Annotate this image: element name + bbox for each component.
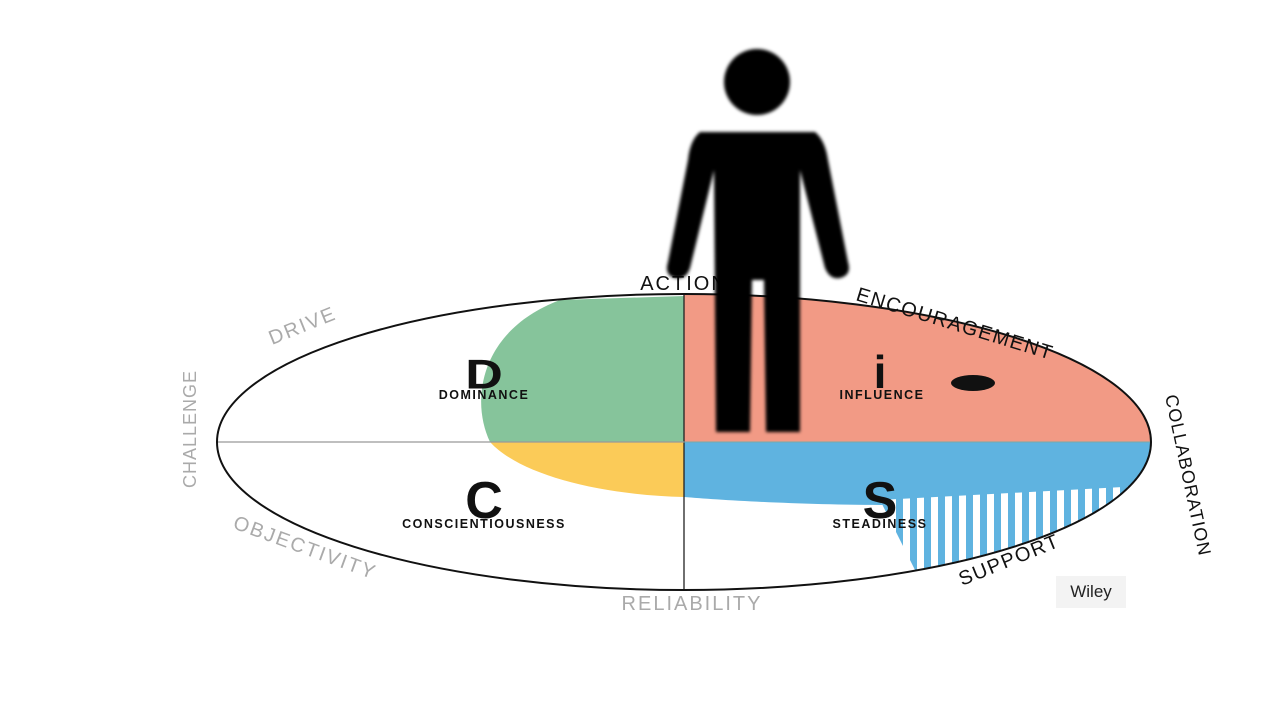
person-icon [666,49,849,432]
disc-ellipse [216,293,1152,591]
ring-label-reliability: RELIABILITY [622,593,763,615]
credit-label: Wiley [1056,576,1126,608]
letter-s: S [863,472,898,530]
label-steadiness: STEADINESS [833,517,928,531]
label-influence: INFLUENCE [839,388,924,402]
conscientiousness-fill [490,442,684,497]
ring-label-collaboration: COLLABORATION [1161,393,1215,558]
letter-i: i [874,346,887,398]
letter-c: C [465,472,503,530]
ring-label-challenge: CHALLENGE [180,370,200,488]
quadrant-fills [481,294,1151,580]
label-conscientiousness: CONSCIENTIOUSNESS [402,517,566,531]
letter-d: D [465,351,503,398]
steadiness-stripes [880,485,1151,580]
influence-dot [951,375,995,391]
ring-label-action: ACTION [640,273,728,295]
ring-label-drive: DRIVE [266,303,340,350]
label-dominance: DOMINANCE [439,388,530,402]
dominance-fill [481,296,684,442]
steadiness-fill [684,442,1151,505]
